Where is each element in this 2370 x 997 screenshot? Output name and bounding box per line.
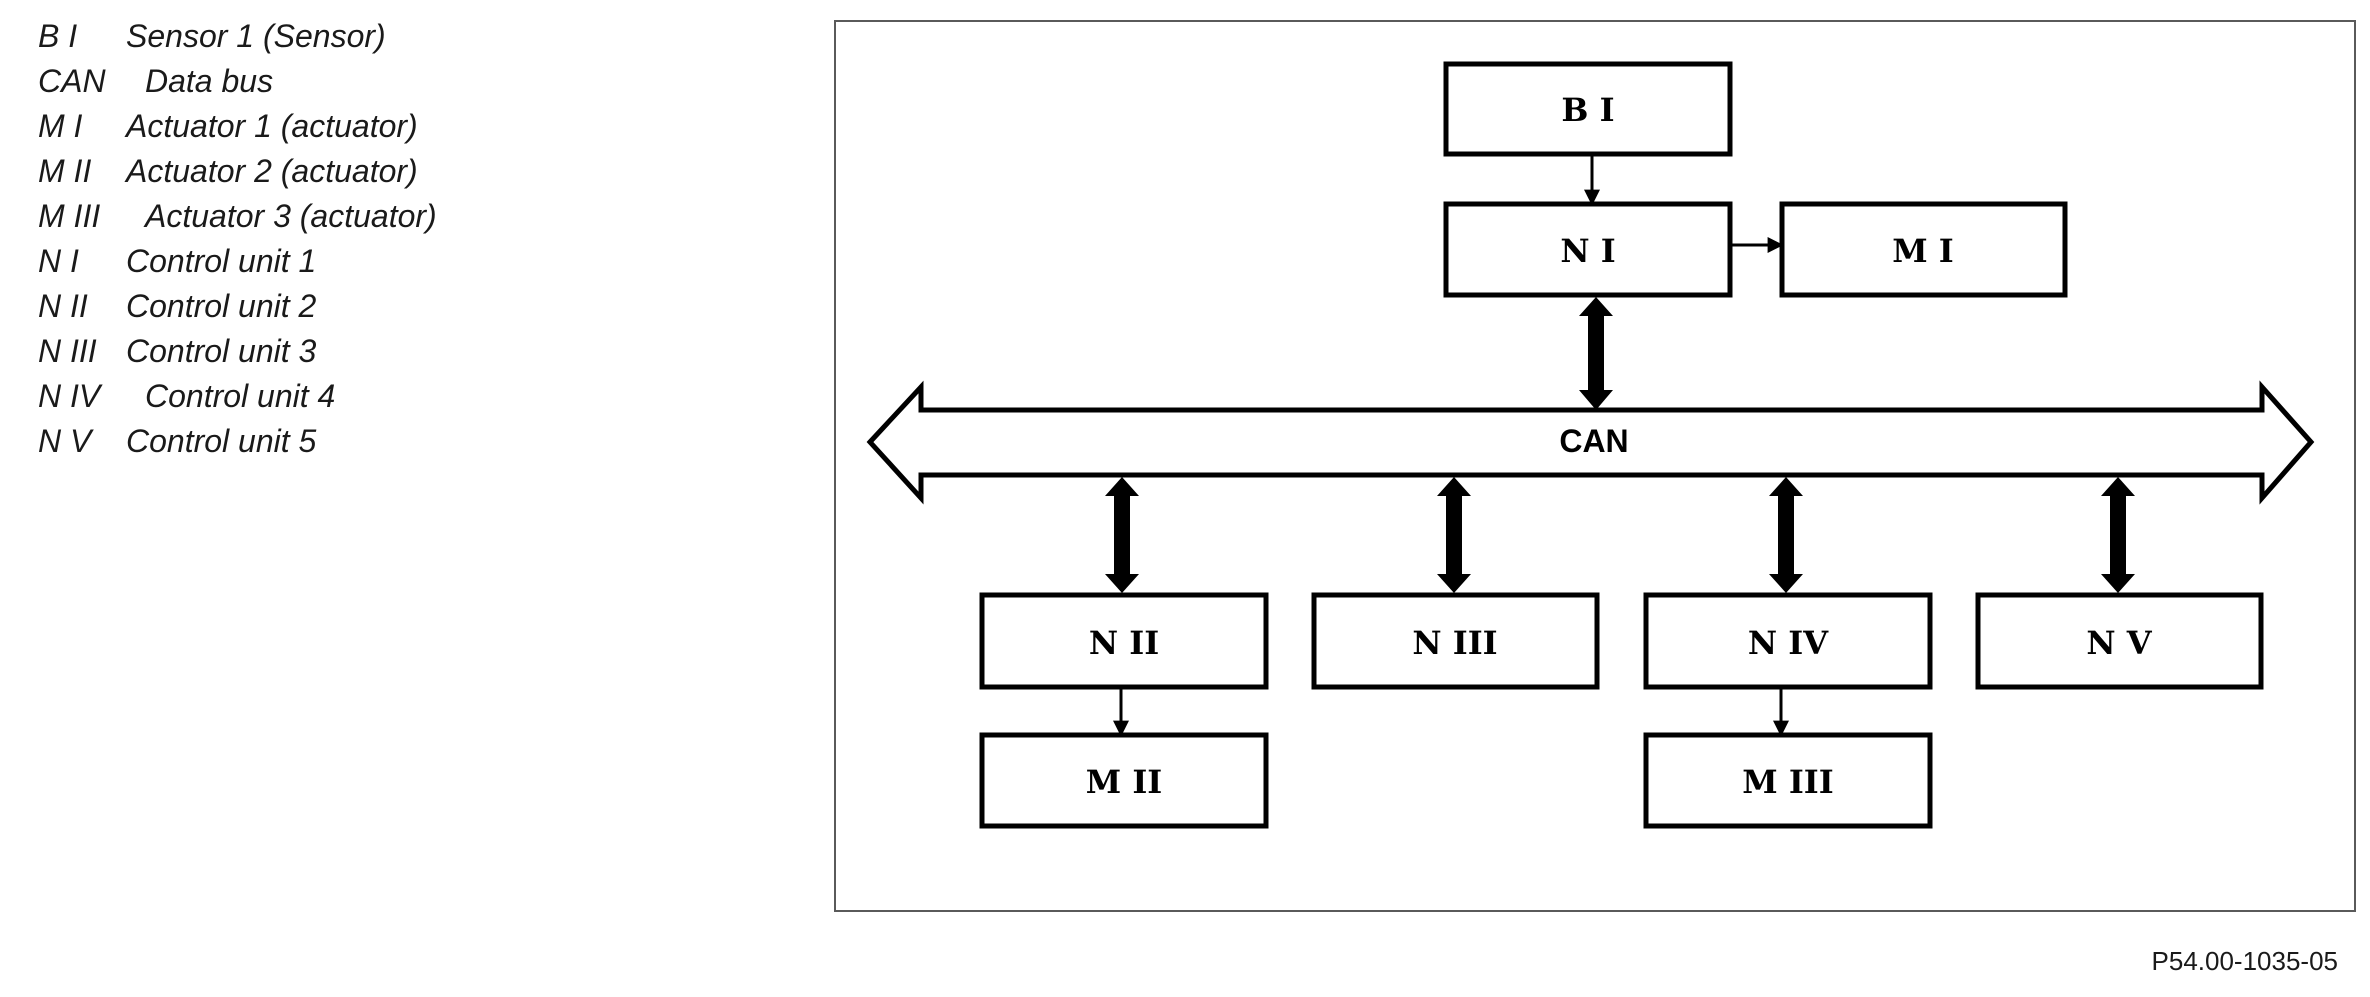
legend-item-m3: M III Actuator 3 (actuator) — [38, 194, 598, 239]
node-n4: N IV — [1643, 592, 1933, 690]
legend-description: Actuator 3 (actuator) — [145, 198, 437, 234]
bus-link-n3 — [1437, 477, 1471, 593]
node-m1: M I — [1779, 201, 2068, 298]
legend-item-n1: N I Control unit 1 — [38, 239, 598, 284]
bus-link-n5 — [2101, 477, 2135, 593]
legend-item-n3: N III Control unit 3 — [38, 329, 598, 374]
node-n2-label: N II — [1089, 624, 1159, 662]
legend-code: N II — [38, 288, 88, 324]
legend-description: Control unit 3 — [126, 333, 317, 369]
node-b1: B I — [1443, 61, 1733, 157]
node-n1: N I — [1443, 201, 1733, 298]
diagram-frame — [834, 20, 2356, 912]
node-n5-label: N V — [2086, 624, 2152, 662]
legend-description: Control unit 1 — [126, 243, 317, 279]
legend-code: CAN — [38, 63, 106, 99]
node-n3: N III — [1311, 592, 1600, 690]
legend-item-b1: B I Sensor 1 (Sensor) — [38, 14, 598, 59]
legend-code: M I — [38, 108, 83, 144]
node-m3-label: M III — [1742, 763, 1833, 801]
can-bus-label: CAN — [1559, 423, 1628, 459]
legend-item-m2: M II Actuator 2 (actuator) — [38, 149, 598, 194]
legend: B I Sensor 1 (Sensor) CAN Data bus M I A… — [38, 14, 598, 464]
legend-code: M III — [38, 198, 101, 234]
legend-description: Actuator 2 (actuator) — [126, 153, 418, 189]
legend-code: N I — [38, 243, 79, 279]
figure-code: P54.00-1035-05 — [2151, 946, 2338, 976]
bus-link-n4 — [1769, 477, 1803, 593]
node-n1-label: N I — [1560, 232, 1615, 270]
node-m3: M III — [1643, 732, 1933, 829]
legend-description: Data bus — [145, 63, 274, 99]
legend-code: M II — [38, 153, 92, 189]
can-bus-arrow — [866, 380, 2315, 505]
legend-code: N V — [38, 423, 92, 459]
legend-code: N IV — [38, 378, 101, 414]
node-m1-label: M I — [1892, 232, 1954, 270]
node-n3-label: N III — [1412, 624, 1497, 662]
legend-item-n5: N V Control unit 5 — [38, 419, 598, 464]
legend-description: Control unit 4 — [145, 378, 336, 414]
legend-code: B I — [38, 18, 78, 54]
node-m2-label: M II — [1086, 763, 1163, 801]
bus-link-n1 — [1579, 297, 1613, 410]
legend-code: N III — [38, 333, 97, 369]
legend-item-m1: M I Actuator 1 (actuator) — [38, 104, 598, 149]
node-b1-label: B I — [1561, 91, 1614, 129]
legend-description: Control unit 2 — [126, 288, 317, 324]
legend-description: Actuator 1 (actuator) — [126, 108, 418, 144]
legend-item-n2: N II Control unit 2 — [38, 284, 598, 329]
node-n5: N V — [1975, 592, 2264, 690]
node-n2: N II — [979, 592, 1269, 690]
node-n4-label: N IV — [1748, 624, 1829, 662]
bus-link-n2 — [1105, 477, 1139, 593]
legend-item-can: CAN Data bus — [38, 59, 598, 104]
node-m2: M II — [979, 732, 1269, 829]
legend-description: Sensor 1 (Sensor) — [126, 18, 386, 54]
legend-item-n4: N IV Control unit 4 — [38, 374, 598, 419]
legend-description: Control unit 5 — [126, 423, 317, 459]
